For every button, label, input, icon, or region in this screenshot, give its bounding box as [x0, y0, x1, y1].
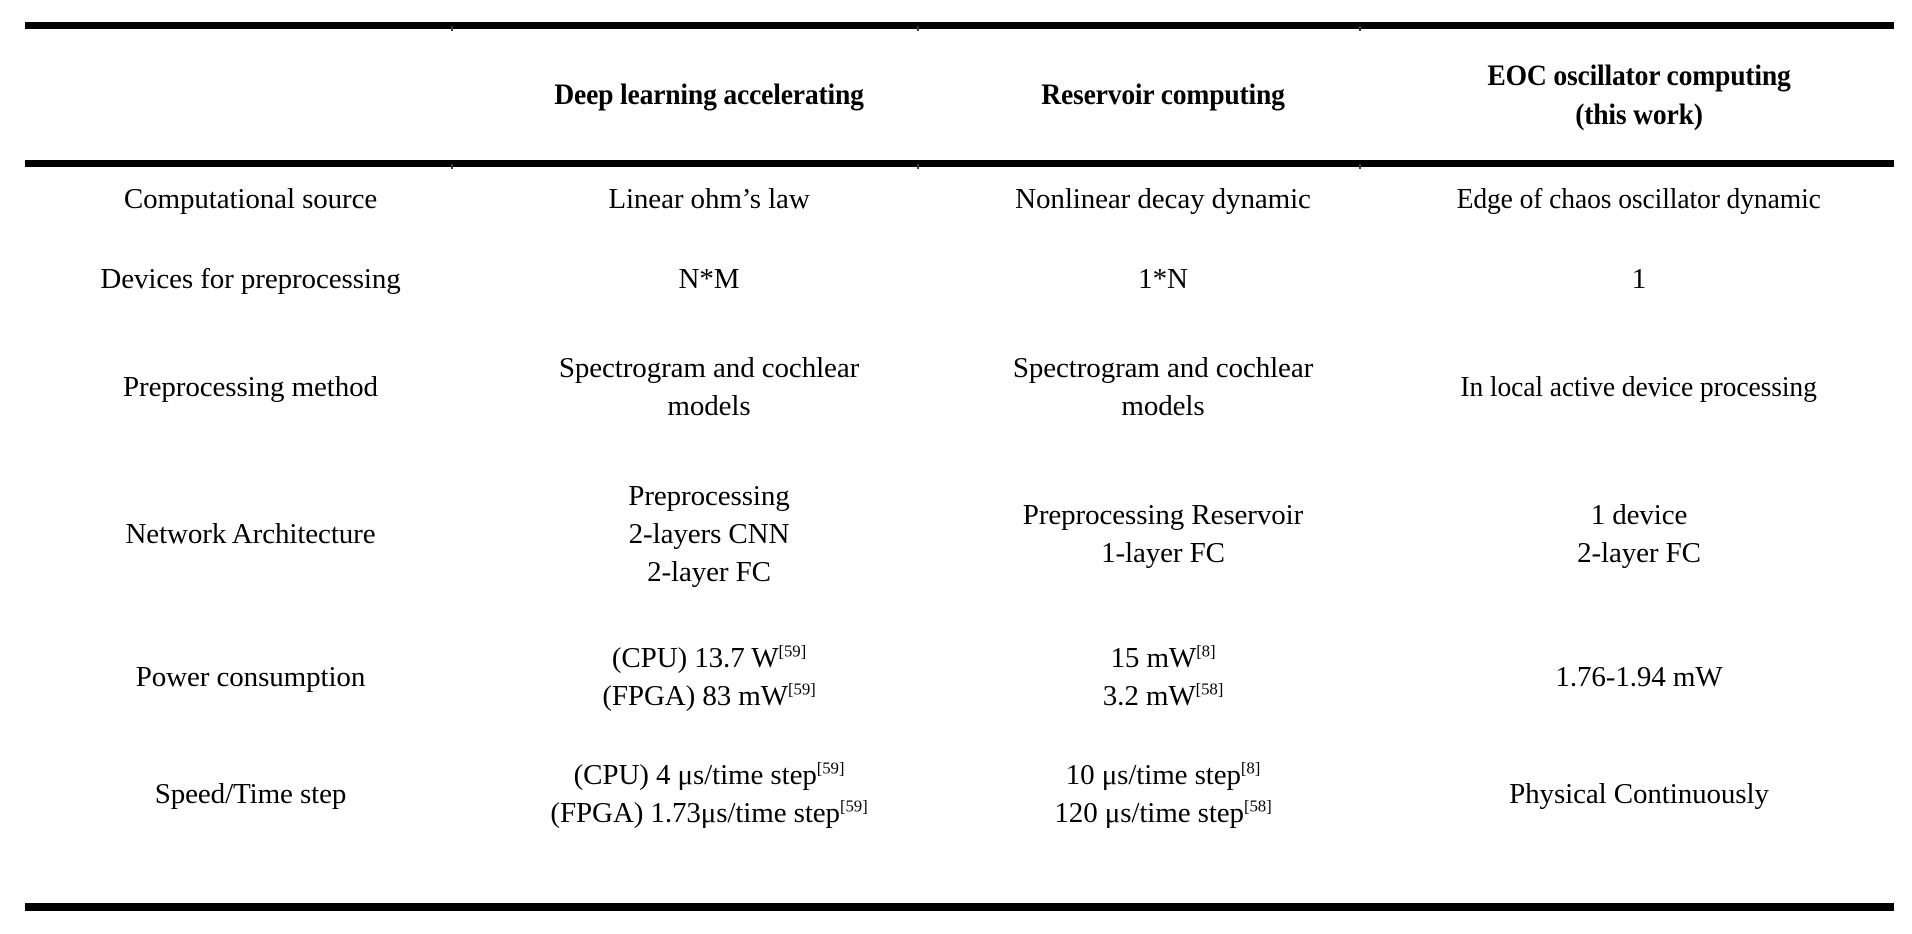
cell-line: 120 μs/time step[58]: [942, 795, 1384, 833]
cell-computational-source-reservoir: Nonlinear decay dynamic: [942, 160, 1384, 240]
column-header-reservoir: Reservoir computing: [960, 29, 1367, 160]
cell-text: 120 μs/time step: [1054, 797, 1244, 829]
citation-ref: [58]: [1195, 678, 1224, 698]
column-tick-2-top: [917, 26, 919, 31]
cell-line: Spectrogram and cochlear: [1012, 351, 1314, 384]
table-header: Deep learning accelerating Reservoir com…: [25, 29, 1894, 160]
row-label-power-consumption: Power consumption: [135, 660, 366, 693]
table-row-speed-time-step: Speed/Time step (CPU) 4 μs/time step[59]…: [25, 740, 1894, 850]
column-tick-3-header: [1359, 164, 1361, 169]
row-label-preprocessing-method: Preprocessing method: [123, 370, 378, 403]
table-row-computational-source: Computational source Linear ohm’s law No…: [25, 160, 1894, 240]
table-bottom-rule: [25, 903, 1894, 911]
cell-text: (FPGA) 1.73μs/time step: [550, 797, 840, 829]
cell-line: 2-layer FC: [647, 555, 771, 588]
citation-ref: [59]: [839, 796, 868, 816]
cell-line: (FPGA) 1.73μs/time step[59]: [476, 795, 942, 833]
cell-line: 1*N: [1138, 263, 1188, 296]
cell-line: 1.76-1.94 mW: [1555, 660, 1723, 693]
cell-line: (CPU) 13.7 W[59]: [476, 640, 942, 678]
row-label-network-architecture: Network Architecture: [125, 518, 376, 551]
cell-text: 15 mW: [1110, 641, 1197, 674]
cell-line: 15 mW[8]: [942, 640, 1384, 678]
table-row-power-consumption: Power consumption (CPU) 13.7 W[59] (FPGA…: [25, 615, 1894, 740]
row-label-devices-for-preprocessing: Devices for preprocessing: [100, 263, 401, 296]
table-body: Computational source Linear ohm’s law No…: [25, 160, 1894, 850]
cell-line: 3.2 mW[58]: [942, 678, 1384, 716]
column-tick-1-header: [451, 164, 453, 169]
column-header-deep-learning: Deep learning accelerating: [495, 29, 924, 160]
cell-line: Preprocessing: [628, 480, 790, 513]
column-header-eoc: EOC oscillator computing (this work): [1404, 29, 1873, 160]
column-header-reservoir-line-1: Reservoir computing: [1041, 78, 1285, 111]
cell-speed-reservoir: 10 μs/time step[8] 120 μs/time step[58]: [942, 740, 1384, 850]
citation-ref: [8]: [1240, 758, 1261, 778]
cell-line: models: [1121, 389, 1205, 422]
cell-line: In local active device processing: [1460, 370, 1818, 403]
cell-text: 10 μs/time step: [1065, 759, 1241, 792]
cell-line: 2-layer FC: [1577, 537, 1701, 569]
cell-line: models: [667, 389, 751, 422]
cell-line: (FPGA) 83 mW[59]: [476, 678, 942, 716]
column-header-eoc-line-1: EOC oscillator computing: [1487, 58, 1791, 92]
cell-speed-deep: (CPU) 4 μs/time step[59] (FPGA) 1.73μs/t…: [476, 740, 942, 850]
column-header-metric: [43, 29, 458, 160]
cell-line: 1 device: [1590, 499, 1688, 532]
cell-line: Edge of chaos oscillator dynamic: [1456, 183, 1822, 216]
table-row-preprocessing-method: Preprocessing method Spectrogram and coc…: [25, 320, 1894, 455]
cell-line: Physical Continuously: [1509, 778, 1769, 811]
column-header-eoc-line-2: (this work): [1575, 97, 1703, 131]
cell-line: Linear ohm’s law: [608, 183, 810, 216]
table-top-rule: [25, 22, 1894, 29]
cell-text: (CPU) 4 μs/time step: [573, 759, 817, 792]
cell-network-deep: Preprocessing 2-layers CNN 2-layer FC: [476, 455, 942, 615]
cell-line: Nonlinear decay dynamic: [1015, 183, 1311, 216]
cell-line: 2-layers CNN: [628, 518, 790, 551]
cell-computational-source-deep: Linear ohm’s law: [476, 160, 942, 240]
cell-network-reservoir: Preprocessing Reservoir 1-layer FC: [942, 455, 1384, 615]
cell-text: (CPU) 13.7 W: [611, 641, 779, 674]
row-label-speed-time-step: Speed/Time step: [154, 778, 347, 811]
cell-line: Spectrogram and cochlear: [558, 351, 860, 384]
cell-preprocessing-eoc: In local active device processing: [1384, 320, 1894, 455]
cell-line: (CPU) 4 μs/time step[59]: [476, 757, 942, 795]
column-header-deep-learning-line-1: Deep learning accelerating: [554, 78, 864, 111]
cell-line: N*M: [678, 263, 740, 296]
cell-line: Preprocessing Reservoir: [1022, 499, 1304, 532]
table-row-network-architecture: Network Architecture Preprocessing 2-lay…: [25, 455, 1894, 615]
cell-devices-deep: N*M: [476, 240, 942, 320]
table-header-row: Deep learning accelerating Reservoir com…: [25, 29, 1894, 160]
table-header-rule: [25, 160, 1894, 167]
cell-preprocessing-deep: Spectrogram and cochlear models: [476, 320, 942, 455]
cell-computational-source-eoc: Edge of chaos oscillator dynamic: [1384, 160, 1894, 240]
table-row-devices-for-preprocessing: Devices for preprocessing N*M 1*N 1: [25, 240, 1894, 320]
column-tick-1-top: [451, 26, 453, 31]
citation-ref: [59]: [788, 678, 816, 698]
cell-line: 10 μs/time step[8]: [942, 757, 1384, 795]
column-tick-3-top: [1359, 26, 1361, 31]
column-tick-2-header: [917, 164, 919, 169]
cell-line: 1: [1631, 263, 1647, 296]
cell-power-deep: (CPU) 13.7 W[59] (FPGA) 83 mW[59]: [476, 615, 942, 740]
cell-text: (FPGA) 83 mW: [602, 679, 789, 712]
citation-ref: [59]: [816, 758, 845, 778]
comparison-table: Deep learning accelerating Reservoir com…: [25, 29, 1894, 850]
row-label-computational-source: Computational source: [123, 183, 378, 216]
cell-speed-eoc: Physical Continuously: [1384, 740, 1894, 850]
citation-ref: [58]: [1243, 796, 1272, 816]
cell-line: 1-layer FC: [1101, 537, 1225, 569]
cell-power-eoc: 1.76-1.94 mW: [1384, 615, 1894, 740]
cell-devices-eoc: 1: [1384, 240, 1894, 320]
citation-ref: [8]: [1196, 641, 1216, 661]
cell-network-eoc: 1 device 2-layer FC: [1384, 455, 1894, 615]
cell-devices-reservoir: 1*N: [942, 240, 1384, 320]
cell-text: 3.2 mW: [1102, 679, 1196, 712]
cell-power-reservoir: 15 mW[8] 3.2 mW[58]: [942, 615, 1384, 740]
citation-ref: [59]: [778, 641, 807, 661]
cell-preprocessing-reservoir: Spectrogram and cochlear models: [942, 320, 1384, 455]
